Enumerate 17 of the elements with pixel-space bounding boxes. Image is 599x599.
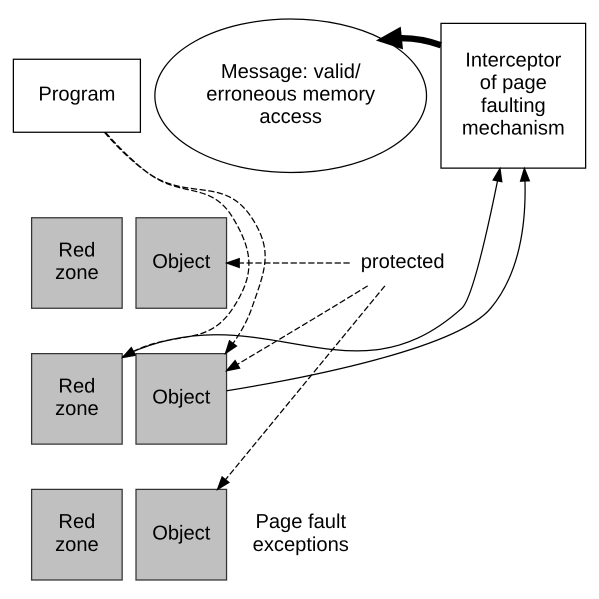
node-box: Program: [12, 58, 142, 133]
arrow: [224, 285, 368, 372]
node-box: Red zone: [30, 488, 123, 581]
arrow: [224, 258, 350, 268]
node-box: Interceptor of page faulting mechanism: [440, 22, 586, 169]
node-ellipse: Message: valid/ erroneous memory access: [154, 18, 428, 174]
arrow: [122, 166, 503, 358]
arrow: [226, 166, 530, 392]
arrow: [376, 26, 442, 50]
node-box: Object: [135, 488, 228, 581]
node-text: protected: [360, 250, 445, 273]
label: Page fault exceptions: [252, 511, 349, 556]
node-box: Object: [135, 352, 228, 445]
arrow: [216, 285, 386, 491]
node-box: Red zone: [30, 352, 123, 445]
node-box: Object: [135, 217, 228, 309]
node-box: Red zone: [30, 217, 123, 309]
